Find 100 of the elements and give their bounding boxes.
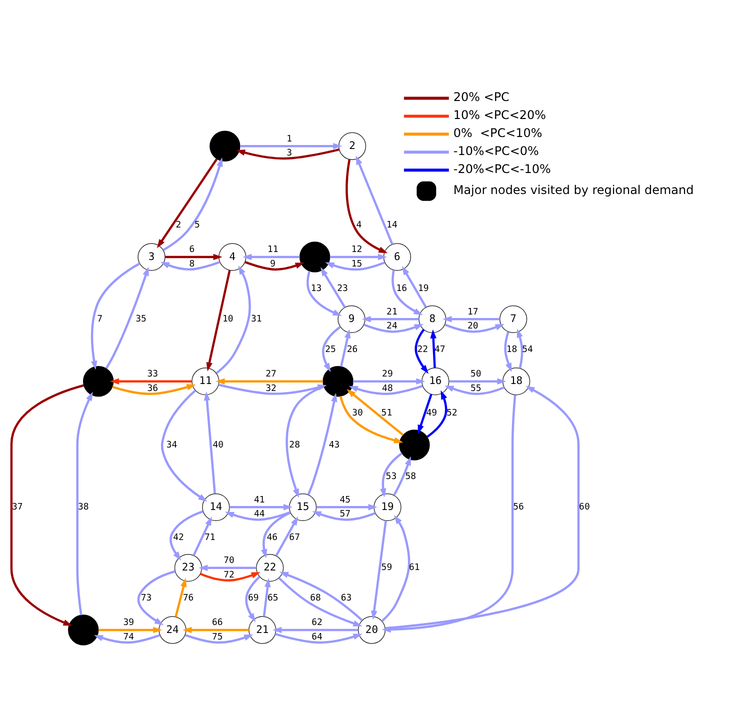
edge-label: 17 — [467, 307, 478, 318]
edge-label: 58 — [405, 472, 416, 482]
arrow — [380, 452, 403, 498]
edge-label: 7 — [97, 314, 103, 324]
arrow — [279, 572, 363, 622]
arrow — [240, 143, 342, 150]
edge-label: 47 — [434, 344, 446, 355]
arrow — [184, 634, 254, 644]
node-circle: 23 — [174, 554, 202, 582]
edge-label: 15 — [351, 259, 362, 270]
arrow — [236, 148, 340, 160]
edge-label: 37 — [12, 502, 23, 513]
edge-label: 10 — [222, 314, 234, 324]
edge-label: 61 — [409, 563, 420, 574]
edge-label: 68 — [310, 594, 321, 604]
arrow — [348, 385, 423, 395]
edge-label: 39 — [123, 618, 134, 628]
arrow — [204, 392, 216, 494]
arrow — [504, 332, 512, 372]
arrow — [216, 266, 251, 374]
edge-label: 21 — [386, 307, 398, 318]
arrow — [98, 626, 162, 634]
arrow — [198, 564, 256, 571]
edge-label: 6 — [189, 245, 195, 256]
edge-label: 54 — [522, 344, 533, 355]
node-circle: 7 — [499, 305, 528, 334]
edge-label: 53 — [386, 472, 397, 482]
legend-label: 10% <PC<20% — [453, 108, 546, 122]
arrow — [162, 158, 223, 251]
legend-label: -10%<PC<0% — [453, 144, 539, 158]
node-circle: 20 — [358, 616, 386, 644]
arrow — [340, 329, 351, 367]
node-circle: 22 — [256, 554, 284, 582]
arrow — [225, 511, 291, 521]
arrow — [230, 504, 292, 510]
edge-label: 1 — [286, 134, 292, 144]
edge-label: 34 — [166, 440, 178, 450]
arrow — [430, 329, 436, 368]
edge-label: 30 — [352, 408, 363, 418]
edge-label: 23 — [337, 284, 348, 294]
edge-label: 28 — [289, 440, 300, 450]
edge-label: 64 — [312, 632, 322, 642]
edge-label: 5 — [194, 220, 200, 230]
node-circle: 2 — [338, 132, 366, 160]
edge-label: 4 — [356, 220, 362, 230]
arrow — [192, 516, 212, 556]
edge-label: 33 — [147, 370, 158, 380]
edge-label: 13 — [310, 284, 322, 294]
edge-label: 35 — [136, 314, 146, 324]
node-circle: 15 — [288, 493, 317, 522]
arrow — [320, 267, 346, 308]
edge-label: 19 — [418, 284, 429, 294]
arrow — [242, 254, 300, 260]
edge-label: 52 — [446, 408, 458, 418]
arrow — [262, 578, 271, 617]
arrow — [10, 384, 84, 626]
arrow — [353, 378, 426, 384]
arrow — [381, 515, 410, 622]
edge-label: 2 — [176, 220, 182, 230]
arrow — [160, 390, 208, 502]
legend-label: Major nodes visited by regional demand — [453, 182, 694, 197]
arrow — [356, 156, 394, 245]
arrow — [94, 634, 160, 644]
node-circle: 18 — [502, 368, 530, 396]
arrow — [362, 316, 419, 322]
arrow — [278, 577, 362, 626]
arrow — [414, 328, 429, 374]
arrow — [112, 384, 196, 395]
edge-label: 18 — [506, 344, 518, 355]
edge-label: 49 — [426, 408, 438, 418]
node-circle: 14 — [202, 493, 230, 522]
arrow — [385, 386, 580, 630]
edge-label: 57 — [340, 510, 351, 520]
arrow — [105, 266, 149, 369]
edge-label: 11 — [267, 245, 278, 256]
arrow — [418, 394, 432, 434]
edge-label: 3 — [286, 148, 292, 159]
edge-label: 46 — [266, 532, 278, 543]
legend-label: 20% <PC — [453, 90, 510, 104]
arrow — [312, 511, 376, 521]
node-circle — [210, 130, 240, 162]
arrow — [371, 520, 387, 620]
node-circle: 4 — [218, 243, 246, 271]
edge-label: 59 — [381, 563, 392, 574]
arrow — [316, 504, 378, 510]
arrow — [244, 261, 304, 271]
edge-label: 20 — [467, 322, 478, 332]
edge-label: 60 — [579, 502, 590, 513]
edge-label: 12 — [351, 245, 362, 256]
arrow — [272, 626, 358, 634]
node-circle — [83, 366, 114, 397]
edge-label: 42 — [173, 532, 184, 543]
edge-label: 76 — [182, 594, 194, 604]
edge-label: 45 — [340, 495, 351, 506]
arrow — [160, 261, 220, 271]
arrow — [307, 392, 338, 496]
node-circle: 8 — [418, 305, 446, 334]
edge-label: 65 — [267, 594, 278, 604]
edge-label: 66 — [212, 618, 223, 628]
arrow — [442, 316, 500, 322]
